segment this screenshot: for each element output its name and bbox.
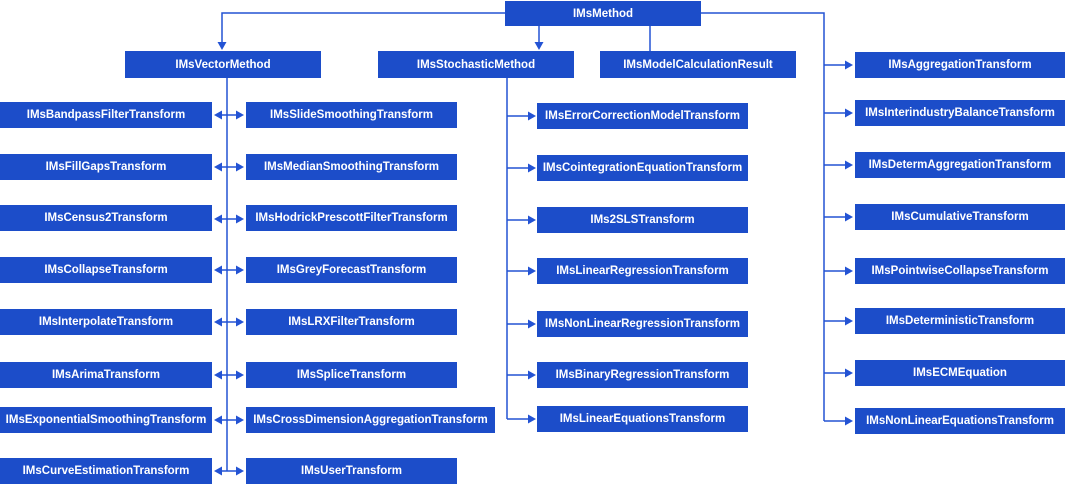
node-ims-2sls-transform: IMs2SLSTransform (537, 207, 748, 233)
node-ims-aggregation-transform: IMsAggregationTransform (855, 52, 1065, 78)
node-ims-lrx-filter-transform: IMsLRXFilterTransform (246, 309, 457, 335)
node-ims-pointwise-collapse-transform: IMsPointwiseCollapseTransform (855, 258, 1065, 284)
node-ims-model-calculation-result: IMsModelCalculationResult (600, 51, 796, 78)
node-ims-slide-smoothing-transform: IMsSlideSmoothingTransform (246, 102, 457, 128)
node-ims-non-linear-regression-transform: IMsNonLinearRegressionTransform (537, 311, 748, 337)
node-ims-median-smoothing-transform: IMsMedianSmoothingTransform (246, 154, 457, 180)
node-ims-ecm-equation: IMsECMEquation (855, 360, 1065, 386)
node-ims-linear-regression-transform: IMsLinearRegressionTransform (537, 258, 748, 284)
node-ims-exponential-smoothing-transform: IMsExponentialSmoothingTransform (0, 407, 212, 433)
node-ims-stochastic-method: IMsStochasticMethod (378, 51, 574, 78)
node-ims-method: IMsMethod (505, 1, 701, 26)
node-ims-cross-dimension-aggregation-transform: IMsCrossDimensionAggregationTransform (246, 407, 495, 433)
node-ims-vector-method: IMsVectorMethod (125, 51, 321, 78)
node-ims-binary-regression-transform: IMsBinaryRegressionTransform (537, 362, 748, 388)
node-ims-collapse-transform: IMsCollapseTransform (0, 257, 212, 283)
node-ims-splice-transform: IMsSpliceTransform (246, 362, 457, 388)
node-ims-hodrick-prescott-filter-transform: IMsHodrickPrescottFilterTransform (246, 205, 457, 231)
node-ims-deterministic-transform: IMsDeterministicTransform (855, 308, 1065, 334)
node-ims-error-correction-model-transform: IMsErrorCorrectionModelTransform (537, 103, 748, 129)
node-ims-determ-aggregation-transform: IMsDetermAggregationTransform (855, 152, 1065, 178)
node-ims-census2-transform: IMsCensus2Transform (0, 205, 212, 231)
node-ims-cointegration-equation-transform: IMsCointegrationEquationTransform (537, 155, 748, 181)
node-ims-interindustry-balance-transform: IMsInterindustryBalanceTransform (855, 100, 1065, 126)
node-ims-bandpass-filter-transform: IMsBandpassFilterTransform (0, 102, 212, 128)
node-ims-cumulative-transform: IMsCumulativeTransform (855, 204, 1065, 230)
node-ims-interpolate-transform: IMsInterpolateTransform (0, 309, 212, 335)
node-ims-grey-forecast-transform: IMsGreyForecastTransform (246, 257, 457, 283)
node-ims-fill-gaps-transform: IMsFillGapsTransform (0, 154, 212, 180)
node-ims-curve-estimation-transform: IMsCurveEstimationTransform (0, 458, 212, 484)
node-ims-non-linear-equations-transform: IMsNonLinearEquationsTransform (855, 408, 1065, 434)
node-ims-linear-equations-transform: IMsLinearEquationsTransform (537, 406, 748, 432)
node-ims-arima-transform: IMsArimaTransform (0, 362, 212, 388)
node-ims-user-transform: IMsUserTransform (246, 458, 457, 484)
